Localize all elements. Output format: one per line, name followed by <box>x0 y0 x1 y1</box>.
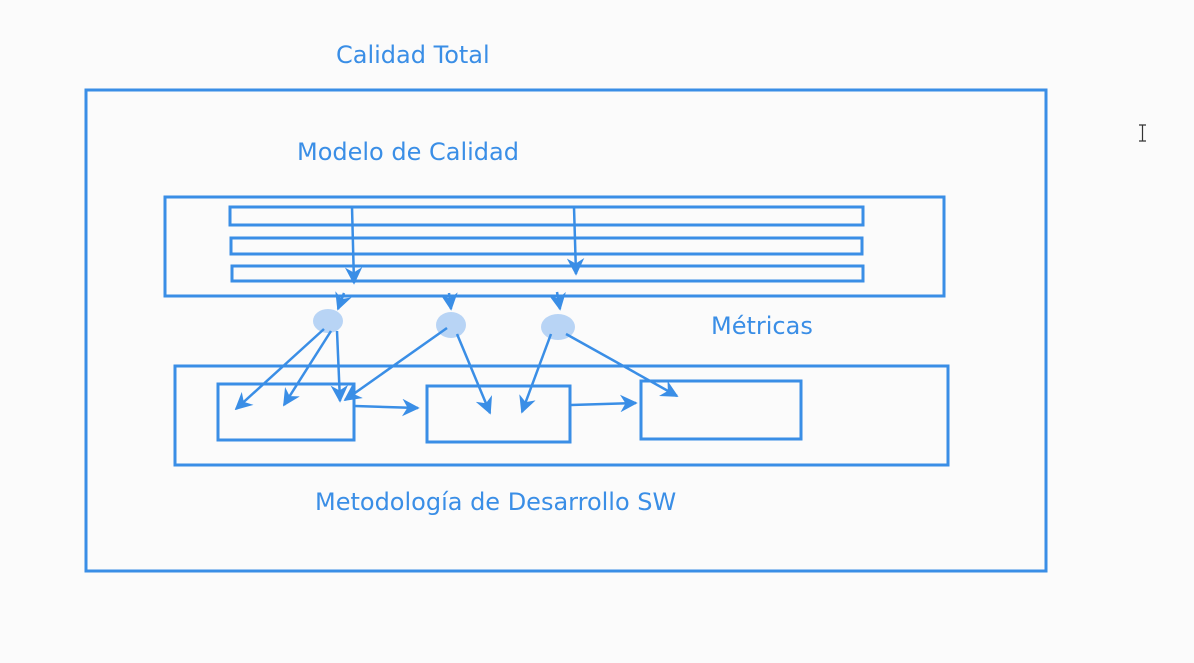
metric3-arrow-a <box>519 333 553 414</box>
metric1-arrow-c <box>330 330 349 403</box>
to-metric-arrow-3 <box>548 291 566 311</box>
process-box-1 <box>216 382 356 442</box>
to-metric-arrow-2 <box>440 292 458 311</box>
to-metric-arrow-1 <box>335 291 352 311</box>
modelo-bar-1 <box>228 205 865 227</box>
text-cursor-icon <box>1139 124 1146 142</box>
metric2-arrow-b <box>455 333 493 415</box>
metodologia-box <box>173 364 950 467</box>
process-box-2 <box>425 384 572 444</box>
calidad-total-frame <box>84 88 1048 573</box>
process-box-3 <box>639 379 803 441</box>
modelo-arrow-2 <box>566 206 585 276</box>
modelo-bar-3 <box>230 264 865 283</box>
metricas-label: Métricas <box>711 312 813 340</box>
modelo-arrow-1 <box>344 206 363 285</box>
metric3-arrow-b <box>565 332 679 398</box>
metric1-arrow-b <box>282 330 333 407</box>
modelo-calidad-title: Modelo de Calidad <box>297 138 519 166</box>
process-arrow-1-2 <box>354 398 420 417</box>
metric2-arrow-a <box>343 326 448 402</box>
metric1-arrow-a <box>234 328 325 411</box>
metodologia-title: Metodología de Desarrollo SW <box>315 488 677 516</box>
modelo-bar-2 <box>229 236 864 256</box>
calidad-total-title: Calidad Total <box>336 41 490 69</box>
metric-node-1 <box>313 309 343 333</box>
process-arrow-2-3 <box>570 394 638 413</box>
